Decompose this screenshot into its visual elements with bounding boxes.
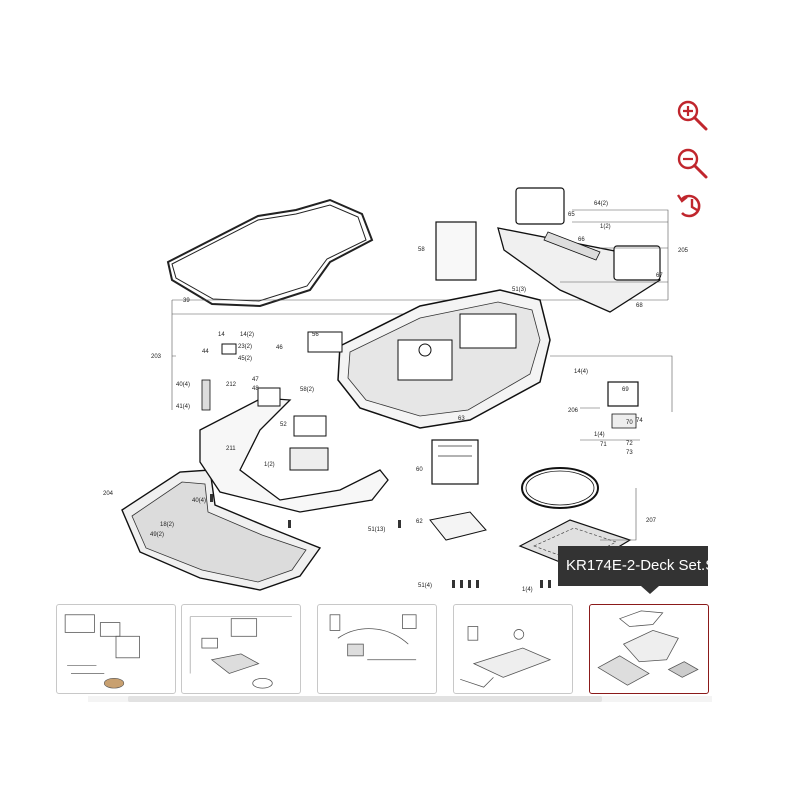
thumbnail-2[interactable] [181,604,301,694]
diagram-svg: 39 203 58 64(2) 65 1(2) 66 205 67 68 51(3) 14(2) 14 5… [103,187,689,593]
part-label: 70 [626,420,633,426]
part-label: 56 [312,332,319,338]
part-label: 71 [600,442,607,448]
screws [210,494,551,588]
part-label: 49(2) [150,532,164,538]
part-label: 40(4) [192,498,206,504]
part-label: 46 [276,345,283,351]
part-label: 52 [280,422,287,428]
part-label: 204 [103,491,114,497]
part-label: 63 [458,416,465,422]
part-label: 58 [418,247,425,253]
part-label: 65 [568,212,575,218]
part-label: 45(2) [238,356,252,362]
part-label: 1(4) [594,432,605,438]
part-label: 69 [622,387,629,393]
part-label: 64(2) [594,201,608,207]
part-label: 60 [416,467,423,473]
part-label: 72 [626,441,633,447]
part-label: 48 [252,386,259,392]
zoom-out-icon [677,148,708,179]
part-label: 14 [218,332,225,338]
part-label: 67 [656,273,663,279]
part-label: 51(4) [418,583,432,589]
thumbnail-strip [56,604,712,696]
part-label: 39 [183,298,190,304]
part-label: 68 [636,303,643,309]
scrollbar-thumb[interactable] [128,696,602,702]
motor-block [607,381,639,407]
exploded-parts-diagram[interactable]: 39 203 58 64(2) 65 1(2) 66 205 67 68 51(3) 14(2) 14 5… [80,160,720,610]
part-label: 207 [646,518,657,524]
part-label: 212 [226,382,237,388]
part-label: 47 [252,377,259,383]
part-label: 14(2) [240,332,254,338]
part-label: 23(2) [238,344,252,350]
thumbnail-1[interactable] [56,604,176,694]
part-label: 18(2) [160,522,174,528]
history-reset-icon [677,194,701,218]
zoom-in-icon [677,100,708,131]
part-label: 1(2) [600,224,611,230]
thumbnail-tooltip: KR174E-2-Deck Set.S [558,546,708,586]
part-label: 14(4) [574,369,588,375]
bumper-arc [199,397,389,513]
part-label: 203 [151,354,162,360]
reset-view-button[interactable] [672,186,712,226]
part-label: 40(4) [176,382,190,388]
thumbnail-4[interactable] [453,604,573,694]
thumbnail-scrollbar[interactable] [88,696,712,702]
part-label: 1(2) [264,462,275,468]
part-label: 205 [678,248,689,254]
part-label: 1(4) [522,587,533,593]
part-label: 66 [578,237,585,243]
part-label: 51(13) [368,527,385,533]
thumbnail-5[interactable] [589,604,709,694]
part-label: 41(4) [176,404,190,410]
zoom-out-button[interactable] [672,144,712,184]
part-label: 211 [226,446,236,452]
part-label: 74 [636,418,643,424]
part-label: 73 [626,450,633,456]
battery-pack [431,439,479,485]
tooltip-arrow [641,586,659,594]
part-label: 206 [568,408,579,414]
gasket-outline [166,198,374,308]
part-label: 62 [416,519,423,525]
zoom-in-button[interactable] [672,96,712,136]
part-number-labels: 39 203 58 64(2) 65 1(2) 66 205 67 68 51(3) 14(2) 14 5… [103,201,689,593]
battery-plate [429,511,487,541]
o-ring [521,467,599,509]
part-label: 51(3) [512,287,526,293]
part-label: 44 [202,349,209,355]
thumbnail-3[interactable] [317,604,437,694]
part-label: 58(2) [300,387,314,393]
